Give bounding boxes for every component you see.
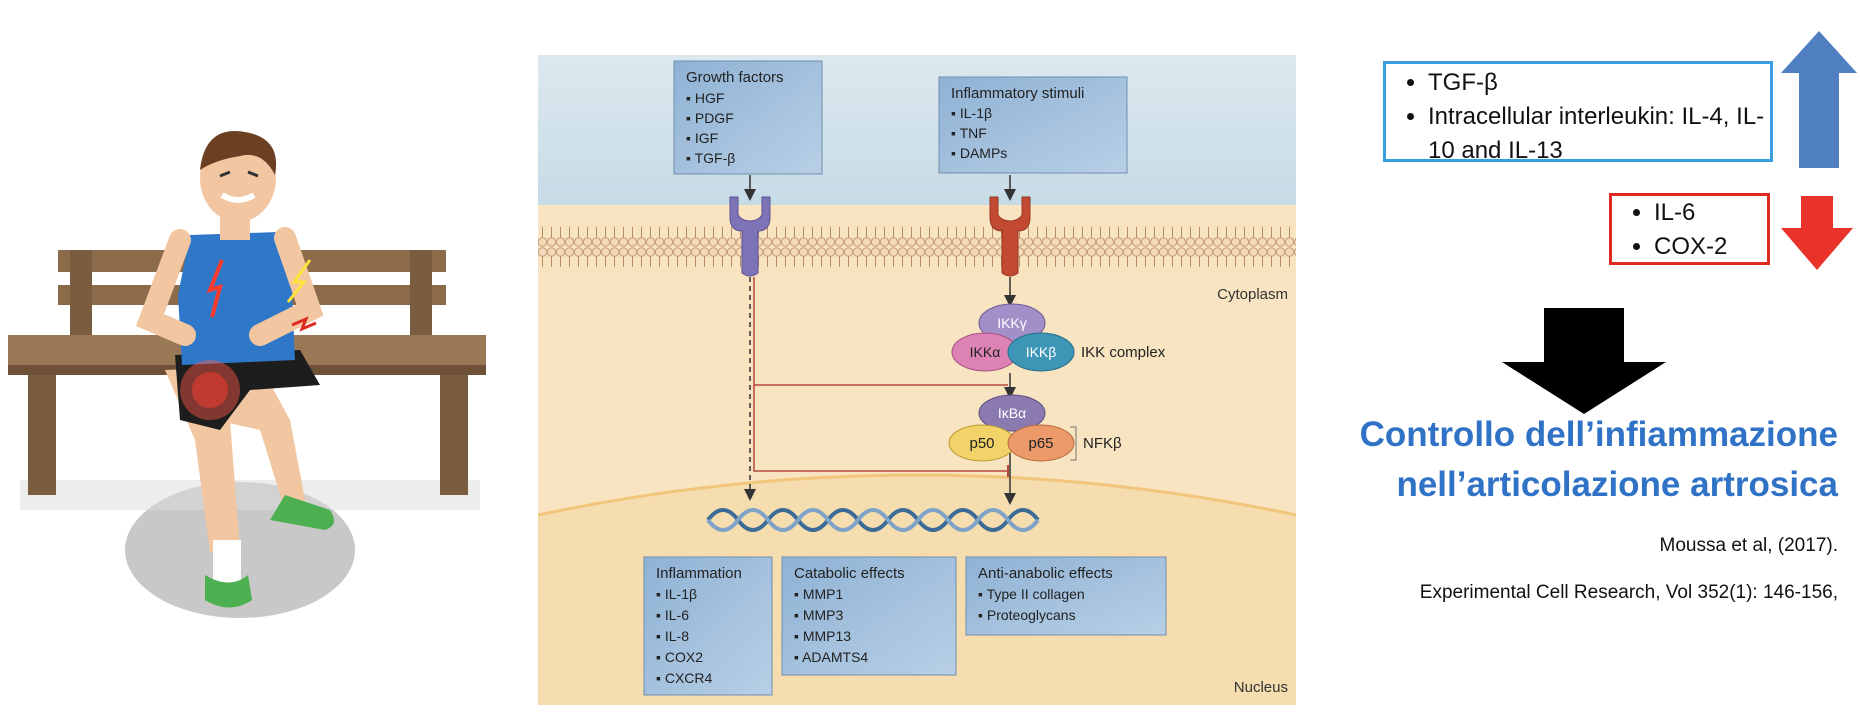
man-on-bench-illustration [8, 131, 486, 618]
receptor-icon [729, 196, 771, 277]
anti-anabolic-box: Anti-anabolic effects ▪ Type II collagen… [965, 556, 1167, 636]
inflammatory-stimuli-title: Inflammatory stimuli [951, 85, 1084, 102]
svg-text:▪ IL-6: ▪ IL-6 [656, 607, 689, 623]
svg-text:▪ Type II collagen: ▪ Type II collagen [978, 586, 1085, 602]
dna-helix-icon [706, 508, 1040, 532]
nfkb-complex: IκBα p50 p65 NFKβ [948, 394, 1122, 462]
growth-factor-item: IGF [695, 130, 718, 146]
svg-text:▪ PDGF: ▪ PDGF [686, 110, 734, 126]
svg-text:▪ HGF: ▪ HGF [686, 90, 724, 106]
ikk-gamma-label: IKKγ [997, 315, 1027, 331]
svg-text:▪ IGF: ▪ IGF [686, 130, 718, 146]
growth-factor-item: HGF [695, 90, 725, 106]
conclusion-heading: Controllo dell’infiammazione nell’artico… [1360, 410, 1838, 510]
nucleus-label: Nucleus [1234, 679, 1288, 696]
antianabolic-title: Anti-anabolic effects [978, 565, 1113, 582]
up-arrow-icon [1781, 31, 1857, 168]
svg-text:▪ MMP3: ▪ MMP3 [794, 607, 844, 623]
heading-line-2: nell’articolazione artrosica [1396, 465, 1838, 504]
catabolic-item: ADAMTS4 [802, 649, 868, 665]
cytoplasm-label: Cytoplasm [1217, 286, 1288, 303]
svg-text:▪ COX2: ▪ COX2 [656, 649, 703, 665]
stimulus-item: TNF [960, 125, 987, 141]
catabolic-item: MMP1 [803, 586, 844, 602]
svg-text:▪ CXCR4: ▪ CXCR4 [656, 670, 713, 686]
growth-factors-box: Growth factors ▪ HGF ▪ PDGF ▪ IGF ▪ TGF-… [673, 60, 823, 175]
growth-factor-item: TGF-β [695, 150, 736, 166]
downregulated-item: IL-6 [1654, 196, 1767, 230]
catabolic-effects-box: Catabolic effects ▪ MMP1 ▪ MMP3 ▪ MMP13 … [781, 556, 957, 676]
svg-text:▪ MMP1: ▪ MMP1 [794, 586, 844, 602]
man-figure [136, 131, 334, 608]
receptor-icon [989, 196, 1031, 277]
svg-text:▪ ADAMTS4: ▪ ADAMTS4 [794, 649, 868, 665]
inflammation-item: IL-1β [665, 586, 697, 602]
antianabolic-item: Proteoglycans [987, 607, 1076, 623]
p50-label: p50 [969, 435, 994, 452]
inflammation-box: Inflammation ▪ IL-1β ▪ IL-6 ▪ IL-8 ▪ COX… [643, 556, 773, 696]
downregulated-box: IL-6 COX-2 [1609, 193, 1770, 265]
ikk-beta-label: IKKβ [1026, 344, 1057, 360]
svg-text:▪ DAMPs: ▪ DAMPs [951, 145, 1007, 161]
upregulated-item: Intracellular interleukin: IL-4, IL-10 a… [1428, 100, 1770, 168]
catabolic-item: MMP3 [803, 607, 844, 623]
inflammation-title: Inflammation [656, 565, 742, 582]
citation-journal: Experimental Cell Research, Vol 352(1): … [1419, 582, 1838, 603]
svg-text:▪ IL-1β: ▪ IL-1β [951, 105, 992, 121]
antianabolic-item: Type II collagen [987, 586, 1085, 602]
ikk-complex: IKKγ IKKα IKKβ IKK complex [951, 303, 1166, 372]
citation-authors: Moussa et al, (2017). [1659, 535, 1838, 556]
svg-text:▪ TNF: ▪ TNF [951, 125, 987, 141]
down-arrow-icon [1781, 196, 1853, 270]
growth-factor-item: PDGF [695, 110, 734, 126]
ikk-alpha-label: IKKα [970, 344, 1001, 360]
inflammation-item: IL-6 [665, 607, 689, 623]
inflammatory-stimuli-box: Inflammatory stimuli ▪ IL-1β ▪ TNF ▪ DAM… [938, 76, 1128, 174]
svg-text:▪ TGF-β: ▪ TGF-β [686, 150, 735, 166]
svg-text:▪ MMP13: ▪ MMP13 [794, 628, 851, 644]
ikba-label: IκBα [998, 405, 1026, 421]
upregulated-box: TGF-β Intracellular interleukin: IL-4, I… [1383, 61, 1773, 164]
inflammation-item: COX2 [665, 649, 703, 665]
catabolic-title: Catabolic effects [794, 565, 905, 582]
catabolic-item: MMP13 [803, 628, 851, 644]
upregulated-item: TGF-β [1428, 66, 1770, 100]
inflammation-item: IL-8 [665, 628, 689, 644]
svg-text:▪ IL-1β: ▪ IL-1β [656, 586, 697, 602]
svg-text:▪ Proteoglycans: ▪ Proteoglycans [978, 607, 1076, 623]
inflammation-item: CXCR4 [665, 670, 713, 686]
cell-membrane [538, 223, 1296, 271]
nfkb-pathway-diagram: Cytoplasm Nucleus Growth factors ▪ HGF ▪… [538, 55, 1296, 705]
svg-text:▪ IL-8: ▪ IL-8 [656, 628, 689, 644]
downregulated-item: COX-2 [1654, 230, 1767, 264]
stimulus-item: DAMPs [960, 145, 1007, 161]
ikk-complex-label: IKK complex [1081, 344, 1166, 361]
knee-pain-icon [180, 259, 317, 420]
heading-line-1: Controllo dell’infiammazione [1359, 415, 1838, 454]
stimulus-item: IL-1β [960, 105, 992, 121]
growth-factors-title: Growth factors [686, 69, 784, 86]
big-down-arrow-icon [1502, 308, 1666, 414]
p65-label: p65 [1028, 435, 1053, 452]
nfkb-label: NFKβ [1083, 435, 1122, 452]
